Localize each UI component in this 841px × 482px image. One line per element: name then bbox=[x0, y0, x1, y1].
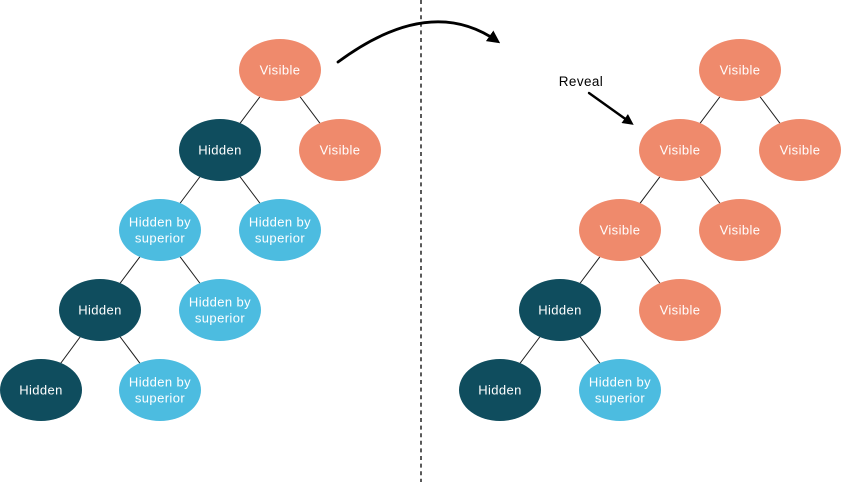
node-label: Hidden bbox=[78, 303, 122, 318]
node-ellipse bbox=[0, 359, 82, 421]
node-label: Visible bbox=[660, 303, 701, 318]
node-label: Visible bbox=[600, 223, 641, 238]
node-ellipse bbox=[699, 39, 781, 101]
node-label: Hidden bbox=[478, 383, 522, 398]
node-ellipse bbox=[579, 359, 661, 421]
node-ellipse bbox=[579, 199, 661, 261]
node-ellipse bbox=[639, 279, 721, 341]
node-ellipse bbox=[699, 199, 781, 261]
node-ellipse bbox=[459, 359, 541, 421]
reveal-annotation: Reveal bbox=[559, 74, 634, 125]
tree-node-visible: Visible bbox=[699, 39, 781, 101]
node-label: Hidden bbox=[19, 383, 63, 398]
tree-node-visible: Visible bbox=[639, 279, 721, 341]
tree-node-visible: Visible bbox=[299, 119, 381, 181]
node-ellipse bbox=[759, 119, 841, 181]
node-ellipse bbox=[239, 39, 321, 101]
tree-node-visible: Visible bbox=[639, 119, 721, 181]
node-ellipse bbox=[639, 119, 721, 181]
tree-node-visible: Visible bbox=[579, 199, 661, 261]
node-label: Hidden bbox=[198, 143, 242, 158]
node-label: Visible bbox=[720, 223, 761, 238]
node-ellipse bbox=[299, 119, 381, 181]
node-ellipse bbox=[519, 279, 601, 341]
reveal-arrow bbox=[587, 91, 634, 125]
transform-arrow bbox=[336, 20, 501, 64]
tree-node-hidden: Hidden bbox=[519, 279, 601, 341]
tree-node-hidden: Hidden bbox=[59, 279, 141, 341]
tree-node-hidden: Hidden bbox=[0, 359, 82, 421]
node-ellipse bbox=[239, 199, 321, 261]
node-label: Visible bbox=[320, 143, 361, 158]
node-label: Visible bbox=[260, 63, 301, 78]
node-label: Visible bbox=[720, 63, 761, 78]
node-ellipse bbox=[179, 119, 261, 181]
node-ellipse bbox=[119, 199, 201, 261]
node-ellipse bbox=[179, 279, 261, 341]
node-ellipse bbox=[59, 279, 141, 341]
node-ellipse bbox=[119, 359, 201, 421]
node-label: Hidden bbox=[538, 303, 582, 318]
tree-node-visible: Visible bbox=[759, 119, 841, 181]
node-label: Visible bbox=[660, 143, 701, 158]
tree-node-visible: Visible bbox=[699, 199, 781, 261]
tree-node-hidden: Hidden bbox=[459, 359, 541, 421]
reveal-label: Reveal bbox=[559, 74, 603, 89]
node-label: Visible bbox=[780, 143, 821, 158]
tree-node-hidden: Hidden bbox=[179, 119, 261, 181]
tree-node-visible: Visible bbox=[239, 39, 321, 101]
